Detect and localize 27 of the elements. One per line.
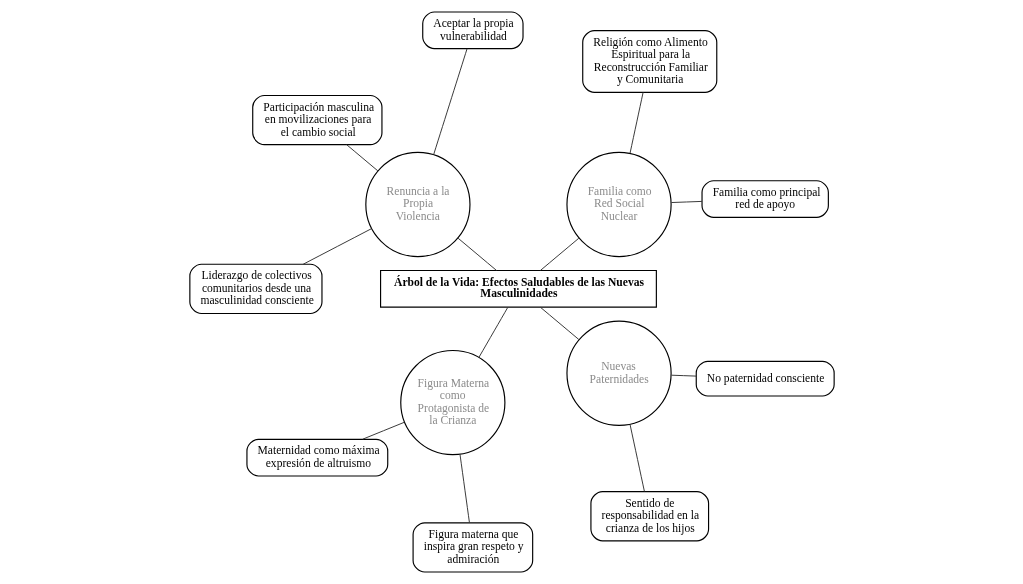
connector bbox=[670, 374, 697, 377]
node-box: Sentido de responsabilidad en la crianza de los hijos bbox=[589, 491, 709, 542]
connector bbox=[539, 306, 579, 340]
node-box: Liderazgo de colectivos comunitarios desde una masculinidad consciente bbox=[188, 263, 323, 315]
connector bbox=[629, 91, 644, 154]
connector bbox=[629, 424, 645, 492]
node-box: Participación masculina en movilizaciones para el cambio social bbox=[251, 94, 383, 146]
connector bbox=[670, 200, 702, 203]
node-circle: Figura Materna como Protagonista de la Crianza bbox=[399, 349, 505, 456]
node-box: No paternidad consciente bbox=[695, 360, 835, 397]
connector bbox=[432, 48, 468, 156]
connector bbox=[459, 453, 470, 524]
node-circle: Familia como Red Social Nuclear bbox=[565, 151, 672, 258]
connector bbox=[302, 228, 372, 265]
connector bbox=[457, 237, 497, 271]
node-box: Religión como Alimento Espiritual para la Reconstrucción Familiar y Comunitaria bbox=[581, 30, 717, 93]
connector bbox=[361, 421, 405, 440]
node-box: Familia como principal red de apoyo bbox=[700, 180, 829, 218]
node-box: Aceptar la propia vulnerabilidad bbox=[421, 11, 524, 50]
node-box: Maternidad como máxima expresión de altruismo bbox=[245, 438, 388, 477]
connector bbox=[345, 144, 378, 172]
node-circle: Nuevas Paternidades bbox=[565, 320, 672, 426]
connector bbox=[539, 237, 579, 271]
node-circle: Renuncia a la Propia Violencia bbox=[364, 151, 471, 258]
node-box: Árbol de la Vida: Efectos Saludables de las Nuevas Masculinidades bbox=[379, 269, 657, 308]
node-box: Figura materna que inspira gran respeto y admiración bbox=[412, 522, 533, 573]
connector bbox=[477, 306, 508, 358]
